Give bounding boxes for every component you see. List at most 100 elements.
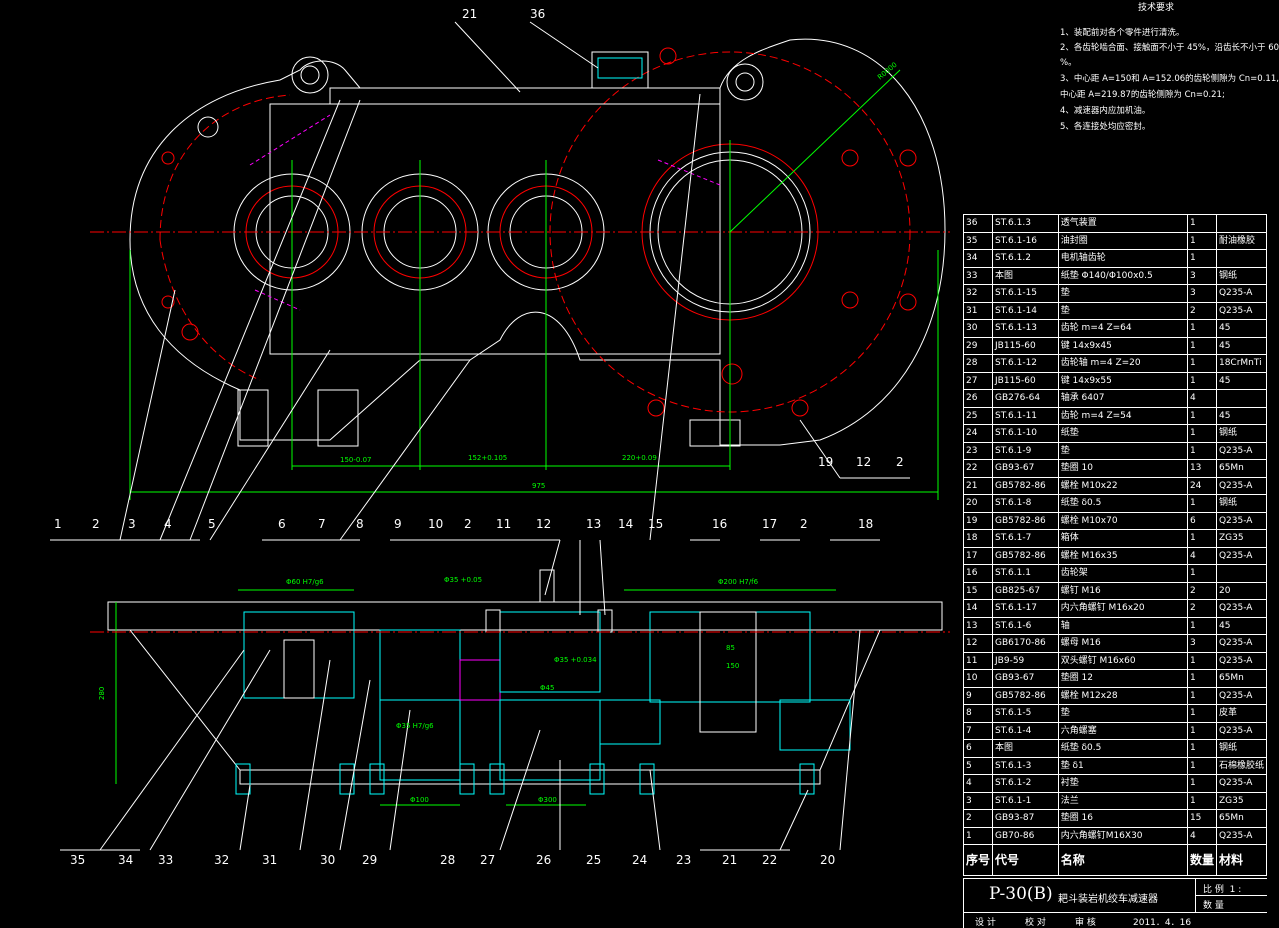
bom-cell: JB115-60 [992, 336, 1059, 355]
bom-cell: 45 [1215, 371, 1268, 390]
technical-notes: 技术要求 1、装配前对各个零件进行清洗。 2、各齿轮啮合面、接触面不小于 45%… [1058, 0, 1279, 150]
bom-cell: 16 [962, 564, 994, 583]
label-mid-16: 15 [648, 517, 663, 531]
bom-cell: 纸垫 δ0.5 [1057, 494, 1188, 513]
dim-fit-5: Φ45 [540, 684, 554, 692]
label-mid-4: 4 [164, 517, 172, 531]
drawing-date: 2011．4．16 [1133, 918, 1192, 928]
bom-cell: 箱体 [1057, 529, 1188, 548]
note-line-3: %。 [1060, 58, 1077, 68]
dim-overall: 975 [532, 482, 545, 490]
bom-header-row: 序号代号名称数量材料 [962, 844, 1268, 876]
bom-cell: 9 [962, 686, 994, 705]
bom-cell: 31 [962, 301, 994, 320]
bom-cell: GB5782-86 [992, 686, 1059, 705]
bom-cell: Q235-A [1215, 284, 1268, 303]
label-mid-7: 7 [318, 517, 326, 531]
label-bot-16: 20 [820, 853, 835, 867]
bom-cell: 29 [962, 336, 994, 355]
label-mid-1: 1 [54, 517, 62, 531]
bom-cell: ST.6.1-14 [992, 301, 1059, 320]
bom-cell: 钢纸 [1215, 424, 1268, 443]
label-mid-18: 17 [762, 517, 777, 531]
bom-cell: 23 [962, 441, 994, 460]
reviewer-label: 审 核 [1075, 918, 1096, 928]
label-bot-12: 24 [632, 853, 647, 867]
bom-cell: 13 [1186, 459, 1217, 478]
leader-lines [50, 21, 910, 851]
bom-cell: Q235-A [1215, 599, 1268, 618]
bom-cell: 垫 [1057, 441, 1188, 460]
bom-cell: 1 [962, 826, 994, 845]
bom-cell: Q235-A [1215, 651, 1268, 670]
bom-cell: 14 [962, 599, 994, 618]
bom-cell: 衬垫 [1057, 774, 1188, 793]
qty-label: 数 量 [1203, 901, 1224, 911]
bom-cell: 21 [962, 476, 994, 495]
bom-cell: 45 [1215, 616, 1268, 635]
bom-cell: 1 [1186, 441, 1217, 460]
bom-cell: 13 [962, 616, 994, 635]
bom-cell: 纸垫 [1057, 424, 1188, 443]
bom-cell: ST.6.1-15 [992, 284, 1059, 303]
bom-cell: 纸垫 Φ140/Φ100x0.5 [1057, 266, 1188, 285]
dim-fit-7: 150 [726, 662, 739, 670]
bom-cell: 33 [962, 266, 994, 285]
label-bot-7: 29 [362, 853, 377, 867]
bom-cell: 30 [962, 319, 994, 338]
bom-cell: 螺栓 M10x70 [1057, 511, 1188, 530]
bom-cell: ST.6.1-8 [992, 494, 1059, 513]
bom-cell: 1 [1186, 686, 1217, 705]
bom-cell: Q235-A [1215, 441, 1268, 460]
bom-cell: 15 [1186, 809, 1217, 828]
bom-cell: 1 [1186, 529, 1217, 548]
bom-cell: 3 [1186, 634, 1217, 653]
label-mid-11: 2 [464, 517, 472, 531]
bom-cell: 垫圈 12 [1057, 669, 1188, 688]
bom-cell: 1 [1186, 616, 1217, 635]
bom-cell: 双头螺钉 M16x60 [1057, 651, 1188, 670]
dim-fit-3: Φ200 H7/f6 [718, 578, 759, 586]
label-mid-8: 8 [356, 517, 364, 531]
bom-cell: ZG35 [1215, 791, 1268, 810]
bom-cell: 34 [962, 249, 994, 268]
bom-cell: 36 [962, 214, 994, 233]
bom-cell [1215, 389, 1268, 408]
bom-cell: 垫圈 10 [1057, 459, 1188, 478]
bom-cell: 10 [962, 669, 994, 688]
bom-cell: Q235-A [1215, 511, 1268, 530]
bom-cell [1215, 564, 1268, 583]
bom-cell: 17 [962, 546, 994, 565]
bom-cell: 透气装置 [1057, 214, 1188, 233]
bom-cell: 27 [962, 371, 994, 390]
bom-cell: 4 [1186, 546, 1217, 565]
designer-label: 设 计 [975, 918, 996, 928]
bom-cell: 3 [1186, 284, 1217, 303]
bom-cell: 钢纸 [1215, 494, 1268, 513]
bom-cell: 65Mn [1215, 809, 1268, 828]
bom-cell: 18 [962, 529, 994, 548]
label-mid-13: 12 [536, 517, 551, 531]
note-line-4: 3、中心距 A=150和 A=152.06的齿轮侧隙为 Cn=0.11, [1060, 74, 1279, 84]
bom-cell [1215, 249, 1268, 268]
bom-cell: GB6170-86 [992, 634, 1059, 653]
bom-cell: 45 [1215, 406, 1268, 425]
label-bot-8: 28 [440, 853, 455, 867]
label-mid-14: 13 [586, 517, 601, 531]
bom-cell: Q235-A [1215, 686, 1268, 705]
bom-cell: ST.6.1-9 [992, 441, 1059, 460]
bom-cell: Q235-A [1215, 476, 1268, 495]
